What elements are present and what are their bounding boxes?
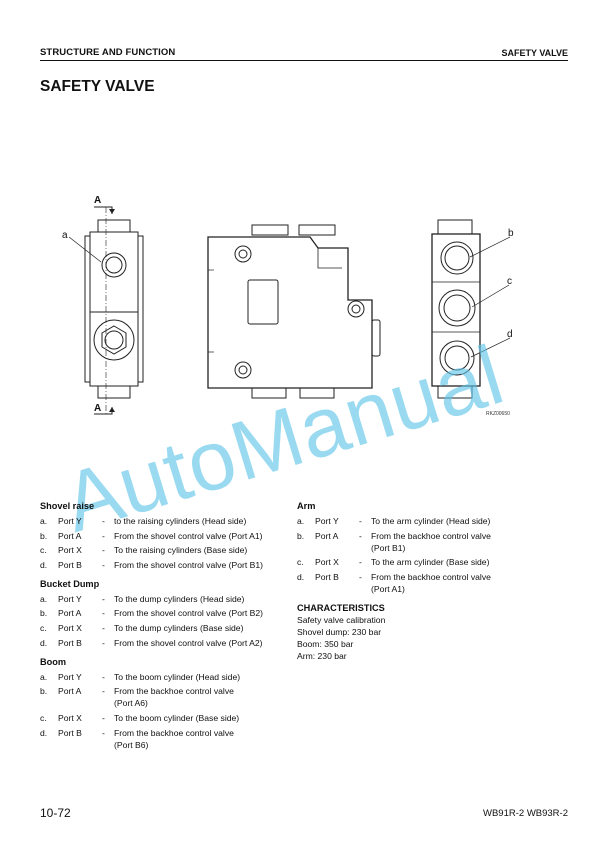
list-item: c.Port X-To the boom cylinder (Base side… (40, 712, 240, 723)
page-number: 10-72 (40, 806, 71, 820)
section-bucket-dump: Bucket Dump a.Port Y-To the dump cylinde… (40, 578, 290, 649)
callout-b: b (508, 228, 514, 239)
section-mark-top: A (94, 195, 101, 206)
section-mark-bottom: A (94, 403, 101, 414)
header-rule (40, 60, 568, 61)
list-item: d.Port B-From the backhoe control valve … (297, 572, 491, 595)
list-item: b.Port A-From the backhoe control valve … (297, 530, 491, 553)
list-item: c.Port X-To the arm cylinder (Base side) (297, 557, 490, 568)
section-shovel-raise: Shovel raise a.Port Y-to the raising cyl… (40, 500, 290, 571)
section-heading: Boom (40, 656, 67, 667)
section-boom: Boom a.Port Y-To the boom cylinder (Head… (40, 656, 290, 751)
callout-c: c (507, 276, 512, 287)
section-heading: Shovel raise (40, 501, 95, 511)
characteristics-heading: CHARACTERISTICS (297, 603, 385, 614)
list-item: b.Port A-From the shovel control valve (… (40, 608, 264, 619)
list-item: b.Port A-From the backhoe control valve … (40, 686, 234, 709)
valve-side-view-left: A A a (62, 195, 144, 415)
list-item: a.Port Y-To the dump cylinders (Head sid… (40, 593, 245, 604)
list-item: c.Port X-To the dump cylinders (Base sid… (40, 623, 244, 634)
right-column: Arm a.Port Y-To the arm cylinder (Head s… (297, 500, 537, 662)
list-item: d.Port B-From the shovel control valve (… (40, 560, 264, 571)
characteristics: CHARACTERISTICS Safety valve calibration… (297, 602, 537, 662)
left-column: Shovel raise a.Port Y-to the raising cyl… (40, 500, 290, 753)
figure-id: RKZ00650 (486, 411, 510, 417)
valve-side-view-right: b c d RKZ00650 (431, 219, 514, 417)
characteristics-line: Safety valve calibration (297, 615, 386, 626)
list-item: d.Port B-From the backhoe control valve … (40, 727, 234, 750)
list-item: a.Port Y-to the raising cylinders (Head … (40, 516, 247, 526)
model-name: WB91R-2 WB93R-2 (483, 808, 568, 819)
list-item: a.Port Y-To the arm cylinder (Head side) (297, 516, 491, 526)
section-heading: Arm (297, 501, 316, 511)
header-section-title: STRUCTURE AND FUNCTION (40, 47, 176, 58)
characteristics-line: Arm: 230 bar (297, 651, 347, 662)
section-heading: Bucket Dump (40, 578, 100, 589)
list-item: c.Port X-To the raising cylinders (Base … (40, 545, 248, 556)
characteristics-line: Shovel dump: 230 bar (297, 627, 382, 638)
callout-a: a (62, 230, 68, 241)
header-chapter-title: SAFETY VALVE (501, 48, 568, 58)
callout-d: d (507, 329, 513, 340)
list-item: b.Port A-From the shovel control valve (… (40, 530, 263, 541)
characteristics-line: Boom: 350 bar (297, 639, 354, 650)
page-title: SAFETY VALVE (40, 78, 155, 95)
list-item: a.Port Y-To the boom cylinder (Head side… (40, 671, 241, 682)
valve-front-view (207, 224, 381, 399)
section-arm: Arm a.Port Y-To the arm cylinder (Head s… (297, 500, 537, 595)
list-item: d.Port B-From the shovel control valve (… (40, 637, 263, 648)
valve-drawing: A A a (62, 195, 514, 417)
